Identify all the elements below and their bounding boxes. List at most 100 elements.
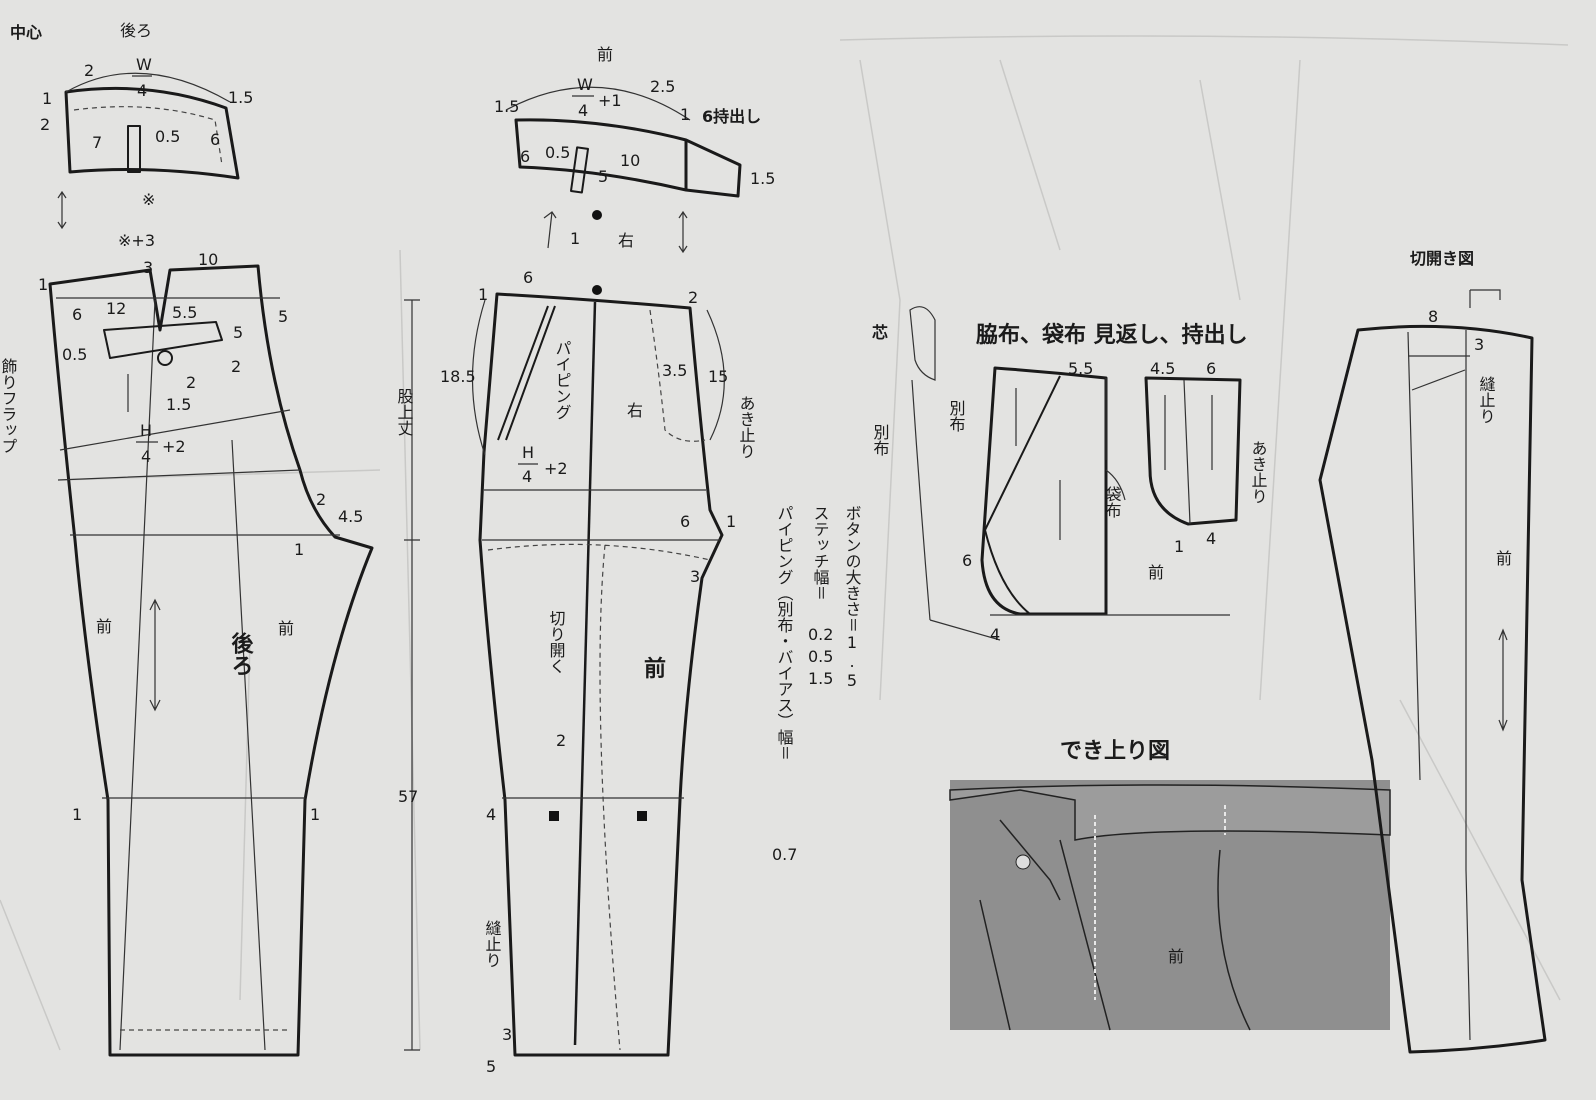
- dim: 2: [40, 115, 50, 134]
- dim: 0.5: [62, 345, 87, 364]
- pocket-bag-label: 袋布: [1103, 486, 1122, 518]
- pocket-title: 脇布、袋布 見返し、持出し: [976, 322, 1248, 348]
- dim: W: [577, 75, 593, 94]
- dim: 3.5: [662, 361, 687, 380]
- dim: 2: [316, 490, 326, 509]
- front-piece-name: 前: [644, 656, 666, 682]
- dim: 6: [680, 512, 690, 531]
- dim: +1: [598, 91, 622, 110]
- dim: 6: [72, 305, 82, 324]
- dim: W: [136, 55, 152, 74]
- slash-open-view: 切開き図 8 3 縫止り 前: [1318, 249, 1547, 1054]
- dim: 2.5: [650, 77, 675, 96]
- piping-value: 0.7: [772, 845, 797, 864]
- dim: 12: [106, 299, 126, 318]
- dim: 1.5: [494, 97, 519, 116]
- stitch-width-note: ステッチ幅＝: [811, 505, 830, 601]
- dim: 3: [143, 258, 153, 277]
- dim: 2: [186, 373, 196, 392]
- extension-label: 6持出し: [702, 107, 761, 126]
- measures: 股上丈 57: [395, 299, 420, 1051]
- notch-dot: [592, 210, 602, 220]
- dim: 1: [42, 89, 52, 108]
- dim: 7: [92, 133, 102, 152]
- dim: 1: [478, 285, 488, 304]
- dim: 前: [278, 619, 294, 638]
- pocket-opening-stop-label: あき止り: [1249, 440, 1268, 504]
- notch-square: [549, 811, 559, 821]
- front-waistband: 前 W 4 +1 2.5 1.5 1 6持出し 6 0.5 10 5 1.5 1…: [494, 45, 775, 254]
- slash-open-label: 切り開く: [547, 610, 566, 674]
- dim: 1: [294, 540, 304, 559]
- decorative-flap-label: 飾りフラップ: [0, 358, 18, 454]
- right-label: 右: [627, 401, 643, 420]
- dim: 15: [708, 367, 728, 386]
- dim: ※: [142, 190, 155, 209]
- dim: +2: [162, 437, 186, 456]
- dim: 5: [278, 307, 288, 326]
- dim: 4: [578, 101, 588, 120]
- dim: 5: [486, 1057, 496, 1076]
- separate-fabric-label: 別布: [871, 424, 890, 456]
- side-fabric-label: 別布: [947, 400, 966, 432]
- notch-square: [637, 811, 647, 821]
- dim: 1.5: [166, 395, 191, 414]
- length-label: 57: [398, 787, 418, 806]
- slash-front-label: 前: [1496, 549, 1512, 568]
- slash-stitch-stop-label: 縫止り: [1477, 376, 1496, 424]
- pocket-front-label: 前: [1148, 563, 1164, 582]
- background-ghost-lines: [0, 35, 1569, 1051]
- back-waistband: 後ろ 中心 2 W 4 1.5 1 2 7 0.5 6 ※: [10, 21, 253, 230]
- dim: 5.5: [1068, 359, 1093, 378]
- dim: +2: [544, 459, 568, 478]
- dim: 0.5: [155, 127, 180, 146]
- dim: 4.5: [1150, 359, 1175, 378]
- slash-view-title: 切開き図: [1410, 249, 1474, 268]
- back-waistband-title: 後ろ: [120, 21, 152, 40]
- dim: 18.5: [440, 367, 476, 386]
- dim: 6: [962, 551, 972, 570]
- dim: 6: [523, 268, 533, 287]
- finished-front-label: 前: [1168, 947, 1184, 966]
- dim: 4: [141, 447, 151, 466]
- stitch-stop-label: 縫止り: [483, 920, 502, 968]
- front-waistband-title: 前: [597, 45, 613, 64]
- dim: 5: [233, 323, 243, 342]
- finished-view: でき上り図 前: [949, 739, 1391, 1031]
- notes: ボタンの大きさ＝1.5 ステッチ幅＝ 0.2 0.5 1.5 パイピング（別布・…: [772, 505, 862, 864]
- dim: 1: [310, 805, 320, 824]
- dim: 1: [726, 512, 736, 531]
- pocket-pieces: 芯 別布 脇布、袋布 見返し、持出し 5.5 4.5 6 6 4 1 4 別布 …: [871, 306, 1268, 644]
- dim: ※+3: [118, 231, 155, 250]
- dim: 4: [1206, 529, 1216, 548]
- dim: 0.5: [545, 143, 570, 162]
- dim: 1: [72, 805, 82, 824]
- piping-width-note: パイピング（別布・バイアス）幅＝: [775, 505, 794, 761]
- dim: 6: [1206, 359, 1216, 378]
- dim: 6: [210, 130, 220, 149]
- dim: 3: [502, 1025, 512, 1044]
- dim: 10: [620, 151, 640, 170]
- dim: H: [140, 421, 152, 440]
- dim: 1: [1174, 537, 1184, 556]
- dim: 3: [690, 567, 700, 586]
- dim: 4: [522, 467, 532, 486]
- back-piece-name: 後ろ: [228, 631, 254, 676]
- dim: 5: [598, 167, 608, 186]
- dim: 5.5: [172, 303, 197, 322]
- piping-label: パイピング: [553, 340, 572, 420]
- dim: 1: [570, 229, 580, 248]
- dim: 4: [486, 805, 496, 824]
- dim: 3: [1474, 335, 1484, 354]
- dim: 2: [84, 61, 94, 80]
- back-pants-piece: ※+3 3 10 1 12 5.5 6 5 5 0.5 2 2 1.5 H 4 …: [0, 231, 374, 1057]
- right-label: 右: [618, 231, 634, 250]
- dim: 4.5: [338, 507, 363, 526]
- rise-label: 股上丈: [395, 388, 414, 436]
- finished-title: でき上り図: [1060, 739, 1170, 764]
- interfacing-label: 芯: [872, 323, 888, 342]
- front-pants-piece: 6 1 2 18.5 3.5 15 右 H 4 +2 6 1 3 2 4 3 5…: [440, 268, 756, 1076]
- dim: 前: [96, 617, 112, 636]
